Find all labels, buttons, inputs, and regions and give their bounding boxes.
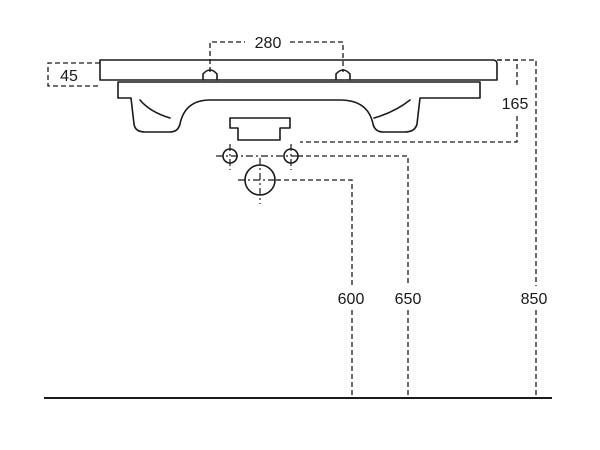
dimension-supply-height: 650 bbox=[298, 155, 422, 398]
dimension-tap-spacing: 280 bbox=[209, 35, 344, 72]
rim-thickness-label: 45 bbox=[60, 68, 78, 85]
basin-body bbox=[117, 81, 481, 133]
washbasin bbox=[99, 59, 498, 141]
supply-height-label: 650 bbox=[395, 291, 422, 308]
drain-height-label: 600 bbox=[338, 291, 365, 308]
basin-depth-label: 165 bbox=[502, 96, 529, 113]
basin-bowl-edge bbox=[139, 99, 411, 119]
dimension-rim-height: 850 bbox=[497, 59, 548, 398]
dimension-rim-thickness: 45 bbox=[47, 62, 100, 87]
tap-spacing-label: 280 bbox=[255, 35, 282, 52]
pipe-connections bbox=[216, 144, 305, 204]
dimension-drain-height: 600 bbox=[276, 179, 365, 398]
drain-outlet bbox=[229, 117, 291, 141]
rim-height-label: 850 bbox=[521, 291, 548, 308]
basin-rim bbox=[99, 59, 498, 81]
